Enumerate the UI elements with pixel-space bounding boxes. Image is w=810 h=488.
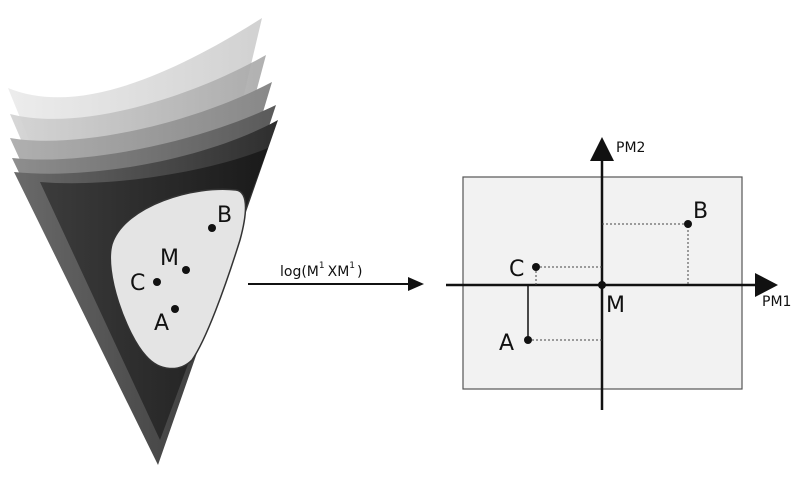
cone-point-A-marker bbox=[171, 305, 179, 313]
arrow-head bbox=[408, 277, 424, 291]
plot-point-M-marker bbox=[598, 281, 606, 289]
cone-label-M: M bbox=[160, 246, 179, 271]
cone-label-B: B bbox=[217, 203, 232, 228]
manifold-region bbox=[109, 188, 247, 370]
cone-point-M-marker bbox=[182, 266, 190, 274]
plot-point-A-marker bbox=[524, 336, 532, 344]
pm1-arrowhead bbox=[755, 273, 778, 297]
plot-label-M: M bbox=[606, 293, 625, 318]
cone-label-C: C bbox=[130, 271, 145, 296]
cone-point-B-marker bbox=[208, 224, 216, 232]
plot-label-A: A bbox=[499, 331, 514, 356]
tangent-plane: PM1 PM2 B C A M bbox=[446, 137, 791, 410]
spd-cone: B M C A bbox=[8, 18, 278, 465]
plot-point-C-marker bbox=[532, 263, 540, 271]
pm2-arrowhead bbox=[590, 137, 614, 161]
cone-label-A: A bbox=[154, 311, 169, 336]
pm1-axis-label: PM1 bbox=[762, 294, 791, 310]
pm2-axis-label: PM2 bbox=[616, 140, 645, 156]
plot-label-B: B bbox=[693, 199, 708, 224]
plot-point-B-marker bbox=[684, 220, 692, 228]
plot-label-C: C bbox=[509, 257, 524, 282]
cone-point-C-marker bbox=[153, 278, 161, 286]
